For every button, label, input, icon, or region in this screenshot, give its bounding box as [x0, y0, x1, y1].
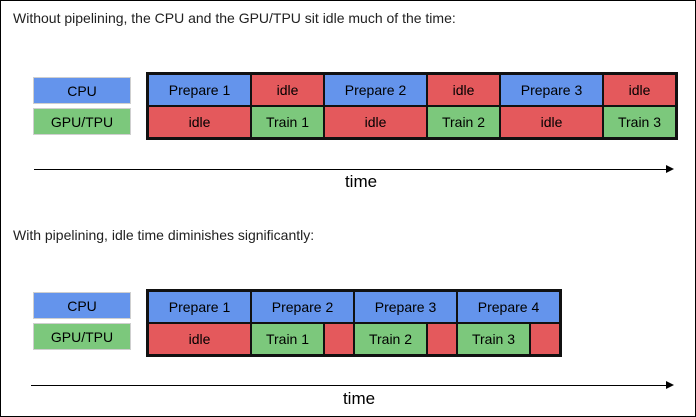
time-axis-label-1: time — [344, 172, 378, 191]
time-axis-label-2: time — [342, 389, 376, 408]
time-axis-arrowhead-1 — [666, 165, 674, 173]
timeline-cell-train-3: Train 3 — [603, 106, 676, 138]
gpu-tpu-row-label-2: GPU/TPU — [33, 323, 131, 350]
timeline-cell-idle: idle — [324, 106, 427, 138]
timeline-cell-prepare-4: Prepare 4 — [457, 291, 560, 323]
timeline-cell-idle: idle — [148, 106, 251, 138]
timeline-cell-idle: idle — [251, 74, 324, 106]
timeline-cell-train-2: Train 2 — [354, 323, 427, 355]
time-axis-line-2 — [31, 385, 666, 386]
gpu-tpu-row-label-1: GPU/TPU — [33, 108, 131, 135]
timeline-cell-prepare-2: Prepare 2 — [324, 74, 427, 106]
timeline-cell-idle: idle — [148, 323, 251, 355]
timeline-cell-gap — [324, 323, 354, 355]
timeline-cell-gap — [530, 323, 560, 355]
timeline-cell-train-3: Train 3 — [457, 323, 530, 355]
cpu-row-label-2: CPU — [33, 292, 131, 319]
timeline-cell-train-1: Train 1 — [251, 106, 324, 138]
time-axis-arrowhead-2 — [666, 381, 674, 389]
timeline-cell-gap — [427, 323, 457, 355]
timeline-cell-prepare-2: Prepare 2 — [251, 291, 354, 323]
section2-title: With pipelining, idle time diminishes si… — [13, 227, 315, 243]
timeline-cell-idle: idle — [603, 74, 676, 106]
cpu-row-label-1: CPU — [33, 77, 131, 104]
timeline-cell-prepare-1: Prepare 1 — [148, 74, 251, 106]
timeline-cell-idle: idle — [427, 74, 500, 106]
timeline-cell-idle: idle — [500, 106, 603, 138]
timeline-cell-train-2: Train 2 — [427, 106, 500, 138]
timeline-cell-prepare-3: Prepare 3 — [500, 74, 603, 106]
timeline-cell-train-1: Train 1 — [251, 323, 324, 355]
time-axis-line-1 — [34, 169, 666, 170]
section1-title: Without pipelining, the CPU and the GPU/… — [13, 10, 456, 26]
timeline-cell-prepare-1: Prepare 1 — [148, 291, 251, 323]
timeline-cell-prepare-3: Prepare 3 — [354, 291, 457, 323]
